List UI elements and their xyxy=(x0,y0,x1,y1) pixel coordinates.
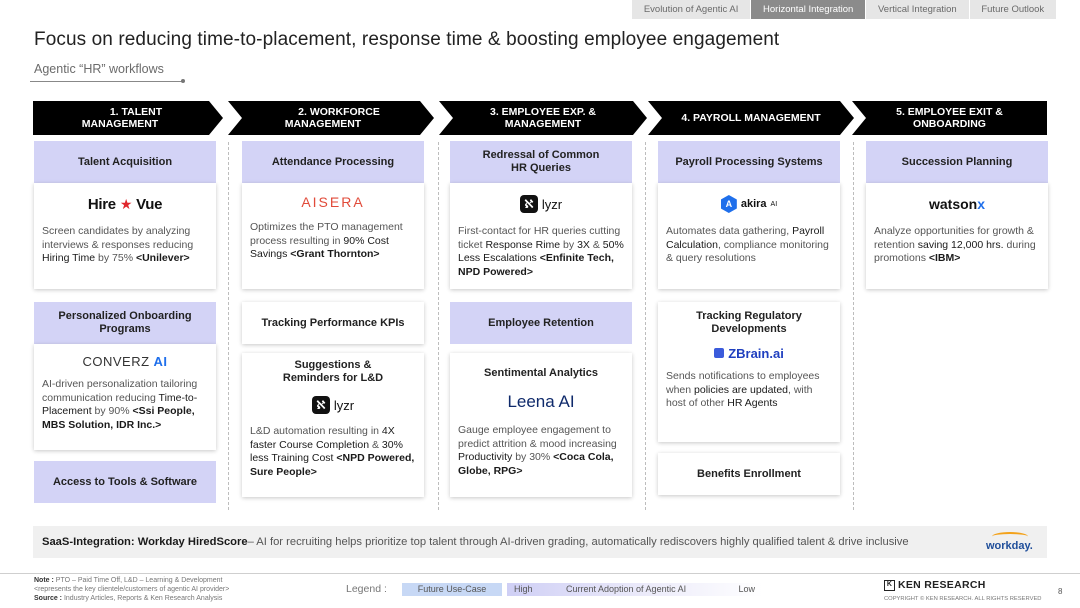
column-divider xyxy=(438,142,439,510)
card-description: Automates data gathering, Payroll Calcul… xyxy=(666,225,829,264)
column-divider xyxy=(228,142,229,510)
legend-label: Legend : xyxy=(346,583,387,595)
stage-label: 5. EMPLOYEE EXIT & xyxy=(896,106,1003,118)
card-header: Attendance Processing xyxy=(242,141,424,183)
lyzr-icon: ℵ xyxy=(311,396,330,414)
akira-icon: A xyxy=(720,195,737,213)
card-description: Sends notifications to employees when po… xyxy=(666,370,820,409)
saas-description: – AI for recruiting helps prioritize top… xyxy=(247,536,909,548)
card-sentimental-analytics: Sentimental Analytics Leena AI Gauge emp… xyxy=(450,353,632,497)
card-description: First-contact for HR queries cutting tic… xyxy=(458,225,624,278)
tab-future-outlook[interactable]: Future Outlook xyxy=(968,0,1057,19)
footer-note: Note : PTO – Paid Time Off, L&D – Learni… xyxy=(34,577,223,584)
card-attendance-processing: Attendance Processing AISERA Optimizes t… xyxy=(242,141,424,289)
tab-evolution[interactable]: Evolution of Agentic AI xyxy=(643,4,739,15)
aisera-logo: AISERA xyxy=(301,194,365,210)
footer-note-subtext: <represents the key clientele/customers … xyxy=(34,586,230,593)
page-number: 8 xyxy=(1058,587,1063,596)
card-header: Suggestions &Reminders for L&D xyxy=(282,359,384,384)
card-benefits-enrollment: Benefits Enrollment xyxy=(658,453,840,495)
page-subtitle: Agentic “HR” workflows xyxy=(34,62,164,76)
legend-current-adoption: Current Adoption of Agentic AI xyxy=(566,584,687,594)
workday-arc-icon xyxy=(992,532,1028,541)
legend-low: Low xyxy=(738,584,755,594)
card-description: AI-driven personalization tailoring comm… xyxy=(42,378,198,431)
stage-employee-exit: 5. EMPLOYEE EXIT &ONBOARDING xyxy=(852,101,1047,135)
tab-horizontal-integration[interactable]: Horizontal Integration xyxy=(750,0,866,19)
card-access-to-tools: Access to Tools & Software xyxy=(34,461,216,503)
hirevue-logo: Hire★Vue xyxy=(87,195,163,213)
stage-talent-management: 1. TALENT MANAGEMENT xyxy=(33,101,223,135)
star-icon: ★ xyxy=(119,195,133,212)
saas-title: SaaS-Integration: Workday HiredScore xyxy=(42,536,248,548)
card-body: AISERA Optimizes the PTO management proc… xyxy=(242,183,424,289)
column-divider xyxy=(645,142,646,510)
footer-divider xyxy=(0,573,1080,574)
leena-ai-logo: Leena AI xyxy=(507,392,575,411)
stage-label: 1. TALENT MANAGEMENT xyxy=(81,106,163,130)
stage-label-line2: ONBOARDING xyxy=(913,118,986,130)
card-header: Payroll Processing Systems xyxy=(658,141,840,183)
tab-vertical-integration[interactable]: Vertical Integration xyxy=(865,0,968,19)
saas-integration-banner: SaaS-Integration: Workday HiredScore – A… xyxy=(33,526,1047,558)
card-body: Sentimental Analytics Leena AI Gauge emp… xyxy=(450,353,632,497)
section-tabs: Evolution of Agentic AI Horizontal Integ… xyxy=(632,0,1056,19)
column-divider xyxy=(853,142,854,510)
lyzr-icon: ℵ xyxy=(519,195,538,213)
subtitle-underline-dot xyxy=(181,79,185,83)
copyright: COPYRIGHT © KEN RESEARCH. ALL RIGHTS RES… xyxy=(884,596,1042,602)
card-description: Gauge employee engagement to predict att… xyxy=(458,424,617,477)
card-talent-acquisition: Talent Acquisition Hire★Vue Screen candi… xyxy=(34,141,216,289)
zbrain-icon xyxy=(714,348,725,358)
card-tracking-performance-kpis: Tracking Performance KPIs xyxy=(242,302,424,344)
footer-source: Source : Industry Articles, Reports & Ke… xyxy=(34,595,223,602)
legend-future-use-case: Future Use-Case xyxy=(402,583,502,596)
card-employee-retention: Employee Retention xyxy=(450,302,632,344)
stage-label: 3. EMPLOYEE EXP. & xyxy=(489,106,596,118)
stage-label-line2: MANAGEMENT xyxy=(504,118,582,130)
stage-workforce-management: 2. WORKFORCE MANAGEMENT xyxy=(228,101,434,135)
zbrain-logo: ZBrain.ai xyxy=(666,336,832,370)
card-description: Analyze opportunities for growth & reten… xyxy=(874,225,1036,264)
card-header: Sentimental Analytics xyxy=(484,367,598,379)
card-description: Screen candidates by analyzing interview… xyxy=(42,225,194,264)
workday-logo: workday. xyxy=(986,540,1033,552)
card-body: Hire★Vue Screen candidates by analyzing … xyxy=(34,183,216,289)
stage-employee-experience: 3. EMPLOYEE EXP. &MANAGEMENT xyxy=(439,101,647,135)
card-description: L&D automation resulting in 4X faster Co… xyxy=(250,425,415,478)
card-header: Talent Acquisition xyxy=(34,141,216,183)
stage-payroll-management: 4. PAYROLL MANAGEMENT xyxy=(648,101,854,135)
legend-high: High xyxy=(514,584,533,594)
stage-label: 4. PAYROLL MANAGEMENT xyxy=(681,112,821,124)
card-header: Succession Planning xyxy=(866,141,1048,183)
ken-research-icon: K xyxy=(884,579,895,591)
legend-adoption-gradient: High Current Adoption of Agentic AI Low xyxy=(507,583,763,596)
card-description: Optimizes the PTO management process res… xyxy=(250,221,403,260)
page-title: Focus on reducing time-to-placement, res… xyxy=(34,29,780,50)
stage-label: 2. WORKFORCE MANAGEMENT xyxy=(284,106,380,130)
subtitle-underline xyxy=(30,81,184,82)
